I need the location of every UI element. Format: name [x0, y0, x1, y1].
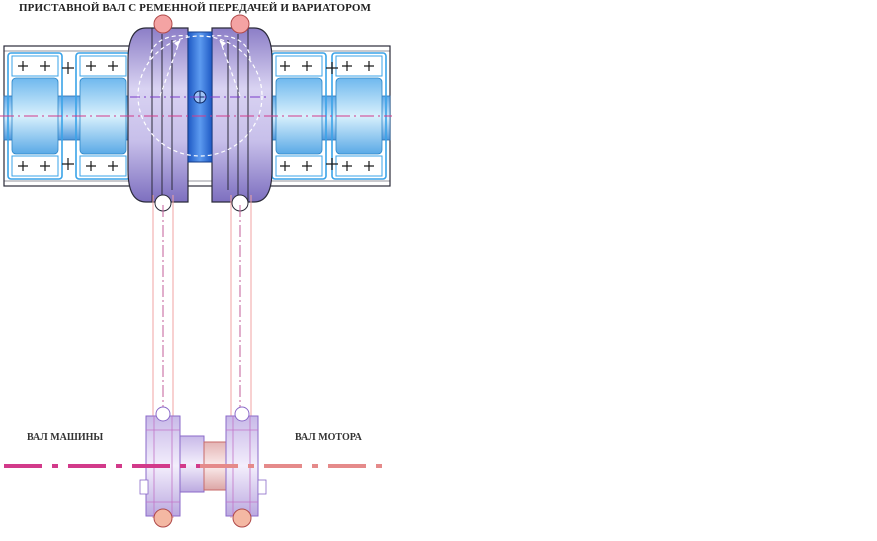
- upper-assembly: [0, 14, 392, 212]
- variator-pulley-right: [211, 27, 273, 203]
- motor-shaft-label: ВАЛ МОТОРА: [295, 432, 362, 443]
- belt-circle-top-right: [230, 14, 250, 34]
- belt-circle-bottom-left: [153, 508, 173, 528]
- belt-circle-top-left: [153, 14, 173, 34]
- motion-arrows: [137, 35, 263, 157]
- bolt-marks: [18, 61, 374, 171]
- diagram-title: ПРИСТАВНОЙ ВАЛ С РЕМЕННОЙ ПЕРЕДАЧЕЙ И ВА…: [18, 2, 372, 14]
- variator-pulley-left: [127, 27, 189, 203]
- belt-circle-bottom-right: [232, 508, 252, 528]
- machine-shaft-label: ВАЛ МАШИНЫ: [27, 432, 104, 443]
